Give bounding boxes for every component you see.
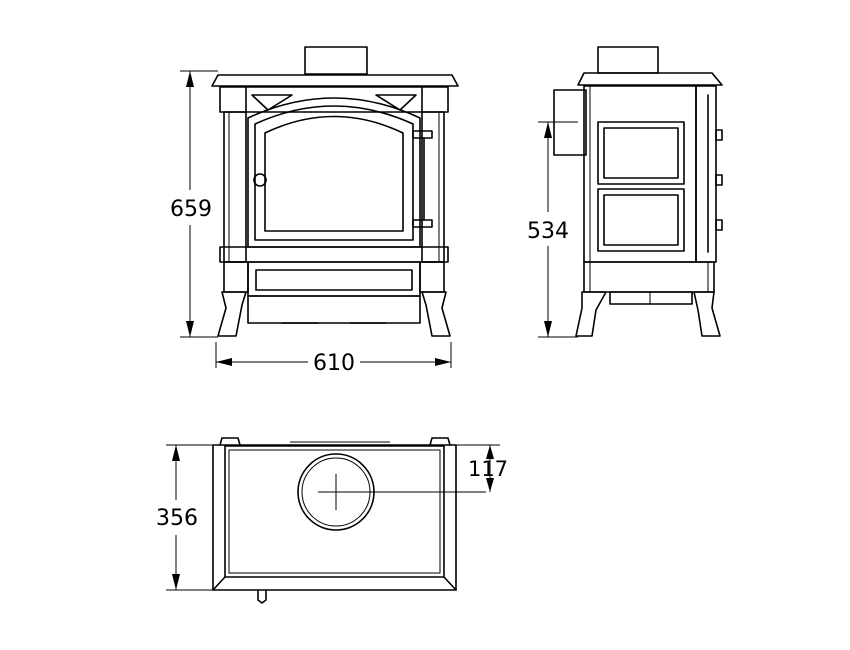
front-left-pillar <box>223 111 247 263</box>
side-top-plate <box>577 72 723 86</box>
side-front-edge <box>695 85 717 263</box>
side-flue-collar <box>597 46 659 74</box>
door-handle-knob <box>253 173 267 187</box>
front-left-leg <box>217 291 247 337</box>
side-base <box>583 261 715 293</box>
label-flue-offset: 117 <box>468 457 508 481</box>
front-left-lower-pillar <box>223 261 249 293</box>
front-bottom-skirt <box>247 295 421 324</box>
front-left-trim <box>251 94 293 111</box>
side-view <box>553 46 723 337</box>
side-rear-leg <box>575 291 607 337</box>
label-depth-top: 356 <box>156 506 198 531</box>
front-right-pillar <box>421 111 445 263</box>
front-upper-band <box>219 86 449 113</box>
dimension-top-depth: 356 <box>156 444 213 591</box>
front-right-lower-pillar <box>419 261 445 293</box>
side-upper-panel-inner <box>603 127 679 179</box>
front-top-plate <box>211 74 459 87</box>
dimension-side-height: 534 <box>527 121 578 338</box>
dimension-front-height: 659 <box>170 70 218 338</box>
front-flue-collar <box>304 46 368 75</box>
top-outer <box>212 444 457 591</box>
top-left-lug <box>219 437 241 446</box>
side-hinge-lower <box>715 219 723 231</box>
dimension-flue-offset: 117 <box>456 444 508 492</box>
lower-hinge <box>412 219 433 228</box>
front-door-frame <box>247 97 421 248</box>
label-height-side: 534 <box>527 219 569 244</box>
top-inner <box>224 445 445 578</box>
side-handle <box>715 174 723 186</box>
front-ashpan-box <box>247 261 421 297</box>
side-lower-panel-inner <box>603 194 679 246</box>
side-ashpan <box>609 291 693 305</box>
label-width-front: 610 <box>313 351 355 376</box>
front-ashpan-panel <box>255 269 413 291</box>
side-body <box>583 85 697 263</box>
side-upper-panel-outer <box>597 121 685 185</box>
front-door <box>254 105 414 241</box>
front-base-band <box>219 246 449 263</box>
side-lower-panel-outer <box>597 188 685 252</box>
side-hinge-upper <box>715 129 723 141</box>
dimension-front-width: 610 <box>215 342 452 376</box>
label-height-front: 659 <box>170 197 212 222</box>
front-view <box>211 46 459 337</box>
top-handle-stub <box>257 589 267 604</box>
top-view <box>212 437 486 604</box>
top-right-lug <box>429 437 451 446</box>
front-right-leg <box>421 291 451 337</box>
front-door-glass <box>264 115 404 232</box>
front-right-trim <box>375 94 417 111</box>
upper-hinge <box>412 130 433 139</box>
side-front-leg <box>693 291 721 337</box>
